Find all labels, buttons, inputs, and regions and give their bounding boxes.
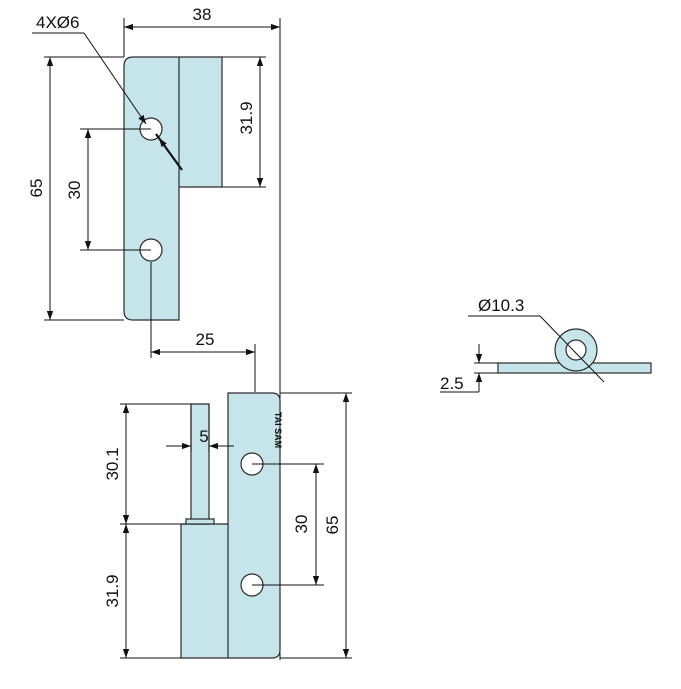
dim-bottom-hole-spacing-label: 30 [292, 515, 311, 534]
top-leaf-plate [123, 56, 223, 321]
dim-top-height: 65 [27, 56, 124, 321]
brand-mark: TAI SAM [273, 412, 283, 448]
dim-offset: 25 [150, 262, 256, 392]
dim-top-hole-spacing-label: 30 [65, 181, 84, 200]
dim-bottom-knuckle-length: 31.9 [103, 524, 181, 659]
dim-bottom-knuckle-length-label: 31.9 [103, 574, 122, 607]
holes-callout-label: 4XØ6 [36, 13, 79, 32]
dim-offset-label: 25 [196, 330, 215, 349]
dim-pin-diameter-label: 5 [199, 427, 208, 446]
dim-top-height-label: 65 [27, 179, 46, 198]
dim-bottom-height: 65 [280, 392, 352, 659]
dim-top-hole-spacing: 30 [65, 128, 151, 251]
dim-thickness: 2.5 [440, 344, 498, 393]
dim-top-knuckle-length-label: 31.9 [237, 101, 256, 134]
dim-pin-length-label: 30.1 [103, 447, 122, 480]
dim-thickness-label: 2.5 [440, 374, 464, 393]
dim-bottom-hole-spacing: 30 [252, 463, 324, 586]
pin [190, 403, 210, 525]
side-view: Ø10.3 [468, 296, 652, 383]
dim-knuckle-diameter-label: Ø10.3 [478, 296, 524, 315]
side-view-pin-hole [565, 339, 587, 361]
dim-pin-diameter: 5 [166, 404, 234, 452]
dim-pin-length: 30.1 [103, 403, 191, 525]
bottom-hinge-leaf: TAI SAM [180, 392, 283, 659]
pin-collar [185, 518, 215, 525]
top-hinge-leaf [123, 56, 223, 321]
holes-callout: 4XØ6 [32, 13, 183, 171]
dim-top-knuckle-length: 31.9 [222, 56, 266, 188]
dim-bottom-height-label: 65 [323, 516, 342, 535]
dim-top-width-label: 38 [193, 5, 212, 24]
